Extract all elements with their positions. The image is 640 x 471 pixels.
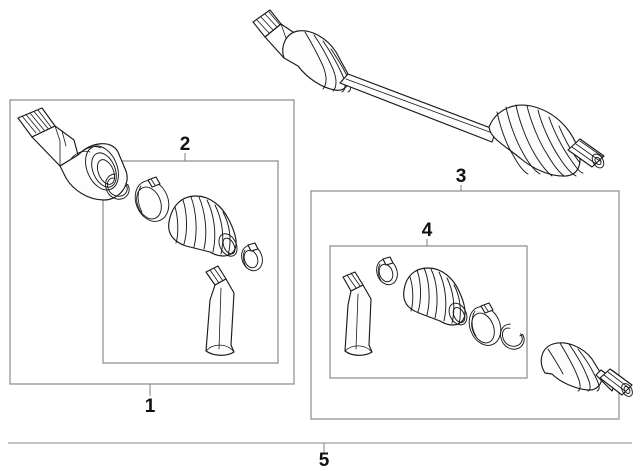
- callout-label-1: 1: [145, 396, 156, 417]
- callout-label-2: 2: [180, 134, 191, 155]
- group-box-3[interactable]: [310, 190, 620, 420]
- group-box-1[interactable]: [9, 99, 295, 385]
- part-outer-cv-joint[interactable]: [17, 107, 128, 201]
- part-inner-cv-joint[interactable]: [540, 342, 634, 399]
- part-cv-boot-bellows-group2[interactable]: [168, 195, 241, 259]
- part-snap-ring-group4[interactable]: [499, 322, 525, 350]
- part-boot-clamp-large-group4[interactable]: [464, 302, 507, 350]
- part-cv-boot-bellows-group4[interactable]: [403, 267, 471, 328]
- part-boot-clamp-large-group2[interactable]: [129, 176, 174, 227]
- group-box-2[interactable]: [102, 160, 279, 364]
- part-boot-clamp-small-group4[interactable]: [373, 256, 401, 287]
- callout-label-4: 4: [422, 220, 433, 241]
- part-boot-clamp-small-group2[interactable]: [238, 242, 266, 273]
- part-drive-axle-shaft-assembly[interactable]: [252, 9, 606, 177]
- group-box-4[interactable]: [329, 245, 528, 379]
- callout-label-5: 5: [319, 450, 330, 471]
- part-grease-tube-group4[interactable]: [342, 271, 373, 356]
- part-grease-tube-group2[interactable]: [205, 265, 235, 356]
- callout-label-3: 3: [456, 166, 467, 187]
- part-snap-ring-group2[interactable]: [104, 172, 130, 200]
